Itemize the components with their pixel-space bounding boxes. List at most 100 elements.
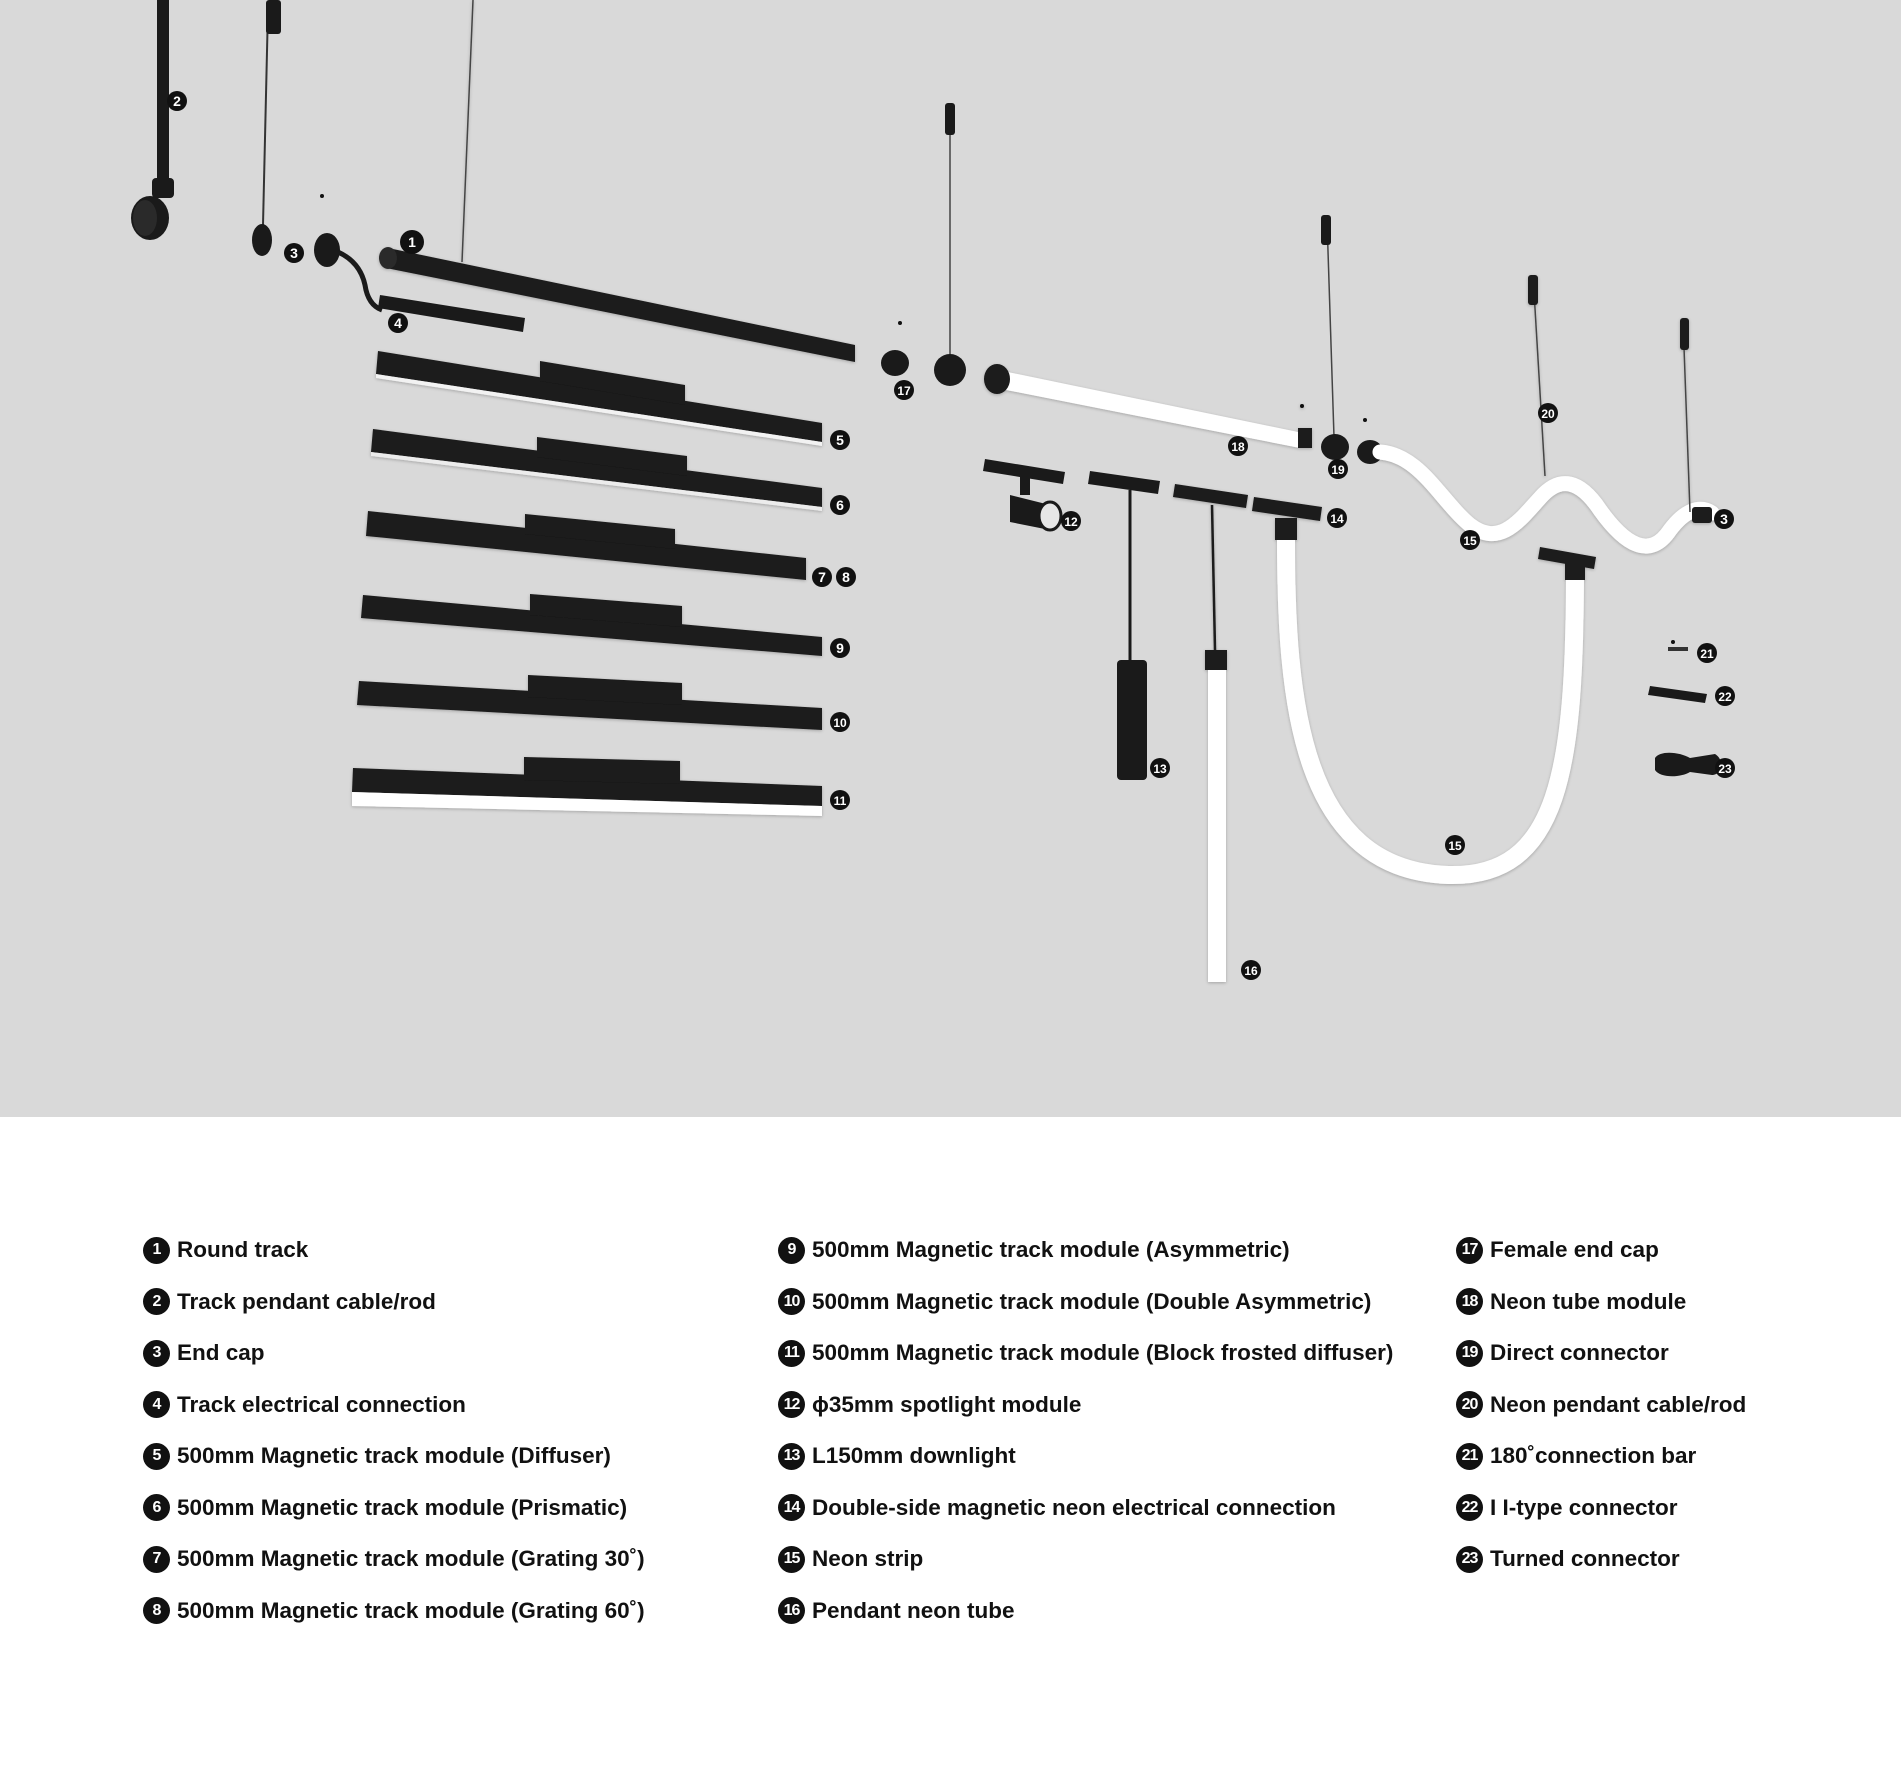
svg-text:11: 11 xyxy=(834,794,847,808)
legend-badge: 14 xyxy=(778,1494,805,1521)
legend-label: Track electrical connection xyxy=(177,1392,466,1418)
svg-text:1: 1 xyxy=(408,234,416,250)
downlight-part xyxy=(1088,471,1160,780)
svg-text:17: 17 xyxy=(897,384,911,398)
callout-18: 18 xyxy=(1228,436,1248,456)
legend-badge: 4 xyxy=(143,1391,170,1418)
legend-item-13: 13 L150mm downlight xyxy=(778,1442,1393,1470)
legend-item-15: 15 Neon strip xyxy=(778,1545,1393,1573)
svg-text:21: 21 xyxy=(1700,647,1714,661)
svg-text:2: 2 xyxy=(173,93,181,109)
callout-8: 8 xyxy=(836,567,856,587)
legend-badge: 19 xyxy=(1456,1340,1483,1367)
svg-text:7: 7 xyxy=(818,569,826,585)
svg-text:19: 19 xyxy=(1331,463,1345,477)
callout-5: 5 xyxy=(830,430,850,450)
callout-10: 10 xyxy=(830,712,850,732)
legend-badge: 23 xyxy=(1456,1546,1483,1573)
legend-badge: 3 xyxy=(143,1340,170,1367)
callout-6: 6 xyxy=(830,495,850,515)
callout-7: 7 xyxy=(812,567,832,587)
legend-item-11: 11500mm Magnetic track module (Block fro… xyxy=(778,1339,1393,1367)
legend-badge: 15 xyxy=(778,1546,805,1573)
legend-label: Direct connector xyxy=(1490,1340,1669,1366)
legend-badge: 9 xyxy=(778,1237,805,1264)
legend-label: I I-type connector xyxy=(1490,1495,1678,1521)
legend-label: End cap xyxy=(177,1340,265,1366)
callout-1: 1 xyxy=(400,230,424,254)
legend-badge: 5 xyxy=(143,1443,170,1470)
legend-badge: 18 xyxy=(1456,1288,1483,1315)
legend-label: 500mm Magnetic track module (Grating 60˚… xyxy=(177,1598,645,1624)
legend-label: Neon tube module xyxy=(1490,1289,1686,1315)
svg-text:3: 3 xyxy=(290,245,298,261)
legend-item-18: 18 Neon tube module xyxy=(1456,1288,1746,1316)
direct-connector-part xyxy=(1321,215,1383,464)
legend-label: 500mm Magnetic track module (Asymmetric) xyxy=(812,1237,1290,1263)
callout-23: 23 xyxy=(1715,758,1735,778)
callout-3: 3 xyxy=(284,243,304,263)
svg-text:15: 15 xyxy=(1463,534,1477,548)
callout-12: 12 xyxy=(1061,511,1081,531)
legend-item-3: 3 End cap xyxy=(143,1339,645,1367)
legend-label: Round track xyxy=(177,1237,308,1263)
track-modules xyxy=(352,351,822,816)
svg-text:10: 10 xyxy=(833,716,847,730)
legend-item-4: 4 Track electrical connection xyxy=(143,1391,645,1419)
legend-label: Female end cap xyxy=(1490,1237,1659,1263)
legend-label: L150mm downlight xyxy=(812,1443,1016,1469)
svg-text:23: 23 xyxy=(1718,762,1732,776)
legend-item-19: 19 Direct connector xyxy=(1456,1339,1746,1367)
legend-label: Track pendant cable/rod xyxy=(177,1289,436,1315)
callout-19: 19 xyxy=(1328,459,1348,479)
legend-badge: 17 xyxy=(1456,1237,1483,1264)
legend-label: 500mm Magnetic track module (Grating 30˚… xyxy=(177,1546,645,1572)
callout-15a: 15 xyxy=(1460,530,1480,550)
pendant-neon-tube-part xyxy=(1173,484,1248,982)
legend-label: Double-side magnetic neon electrical con… xyxy=(812,1495,1336,1521)
legend-badge: 22 xyxy=(1456,1494,1483,1521)
svg-text:18: 18 xyxy=(1231,440,1245,454)
legend-badge: 6 xyxy=(143,1494,170,1521)
legend-column-3: 17 Female end cap 18 Neon tube module 19 Di… xyxy=(1456,1236,1746,1597)
legend-label: 500mm Magnetic track module (Double Asym… xyxy=(812,1289,1371,1315)
legend-item-2: 2 Track pendant cable/rod xyxy=(143,1288,645,1316)
legend-label: Turned connector xyxy=(1490,1546,1680,1572)
legend-badge: 7 xyxy=(143,1546,170,1573)
callout-3b: 3 xyxy=(1714,509,1734,529)
svg-text:14: 14 xyxy=(1330,512,1344,526)
legend-label: Neon strip xyxy=(812,1546,923,1572)
svg-text:6: 6 xyxy=(836,497,844,513)
callout-21: 21 xyxy=(1697,643,1717,663)
callout-11: 11 xyxy=(830,790,850,810)
legend-item-17: 17 Female end cap xyxy=(1456,1236,1746,1264)
callout-20: 20 xyxy=(1538,403,1558,423)
legend-label: Neon pendant cable/rod xyxy=(1490,1392,1746,1418)
neon-tube-part xyxy=(984,364,1312,448)
neon-strip-u xyxy=(1252,497,1596,875)
callout-2: 2 xyxy=(167,91,187,111)
legend-item-22: 22 I I-type connector xyxy=(1456,1494,1746,1522)
diagram-svg: 1 2 3 4 5 6 7 8 9 10 11 12 13 14 15 15 1… xyxy=(0,0,1901,1117)
legend-badge: 21 xyxy=(1456,1443,1483,1470)
svg-text:16: 16 xyxy=(1244,964,1258,978)
svg-text:12: 12 xyxy=(1064,515,1078,529)
legend-item-10: 10500mm Magnetic track module (Double As… xyxy=(778,1288,1393,1316)
legend-item-7: 7 500mm Magnetic track module (Grating 30… xyxy=(143,1545,645,1573)
svg-text:13: 13 xyxy=(1153,762,1167,776)
svg-text:4: 4 xyxy=(394,315,402,331)
legend-badge: 13 xyxy=(778,1443,805,1470)
legend-label: 500mm Magnetic track module (Prismatic) xyxy=(177,1495,627,1521)
legend-item-6: 6 500mm Magnetic track module (Prismatic) xyxy=(143,1494,645,1522)
legend-badge: 16 xyxy=(778,1597,805,1624)
legend-badge: 8 xyxy=(143,1597,170,1624)
callout-22: 22 xyxy=(1715,686,1735,706)
female-end-cap-part xyxy=(881,103,966,386)
legend-badge: 11 xyxy=(778,1340,805,1367)
legend-badge: 2 xyxy=(143,1288,170,1315)
legend-item-8: 8 500mm Magnetic track module (Grating 60… xyxy=(143,1597,645,1625)
svg-text:22: 22 xyxy=(1718,690,1732,704)
